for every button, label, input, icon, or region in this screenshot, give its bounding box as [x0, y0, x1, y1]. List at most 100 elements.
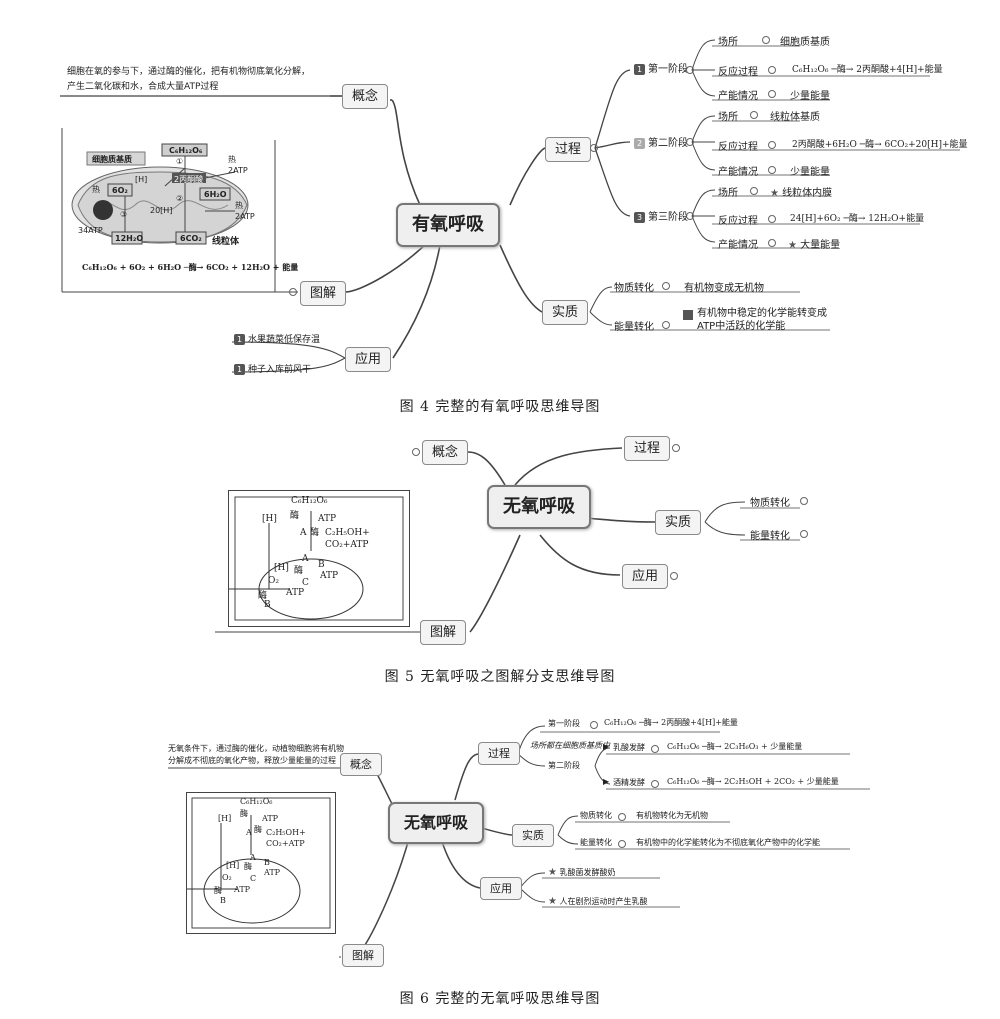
fig6-o2: O₂ — [222, 873, 232, 882]
fig4-s3-reaction-val: 24[H]+6O₂ ─酶→ 12H₂O+能量 — [790, 214, 925, 224]
fig4-essence-k1-toggle[interactable]: - — [662, 282, 670, 290]
fig4-stage1-text: 第一阶段 — [648, 64, 688, 75]
fig5-concept-node[interactable]: 概念 — [422, 440, 469, 465]
fig4-concept-text-line1: 细胞在氧的参与下，通过酶的催化，把有机物彻底氧化分解， — [67, 67, 311, 77]
fig6-a-1: A — [246, 828, 252, 837]
fig6-stage1-toggle[interactable]: - — [590, 721, 598, 729]
fig4-circle-1: ① — [176, 157, 184, 166]
fig5-diagram-node[interactable]: 图解 — [420, 620, 467, 645]
fig6-a-2: A — [250, 853, 256, 862]
fig4-s3-energy-toggle[interactable]: - — [768, 239, 776, 247]
fig4-essence-v2-line1: 有机物中稳定的化学能转变成 — [697, 308, 827, 319]
star-icon: ★ — [770, 188, 779, 199]
fig5-h-1: [H] — [262, 514, 277, 524]
fig6-application-node[interactable]: 应用 — [480, 877, 522, 900]
fig4-s3-site-toggle[interactable]: - — [750, 187, 758, 195]
fig5-essence-item-1-toggle[interactable]: + — [800, 497, 808, 505]
fig4-s2-site-toggle[interactable]: - — [750, 111, 758, 119]
figure-5-anaerobic-diagram-branch: 概念 + 过程 + 无氧呼吸 实质 物质转化 + 能量转化 + 应用 + 图解 … — [0, 410, 1000, 660]
fig6-essence-k1-toggle[interactable]: - — [618, 813, 626, 821]
fig4-atp2a-label: 2ATP — [228, 166, 248, 175]
fig5-center-node[interactable]: 无氧呼吸 — [487, 485, 591, 529]
fig6-center-node[interactable]: 无氧呼吸 — [388, 802, 485, 844]
fig4-s1-energy-toggle[interactable]: - — [768, 90, 776, 98]
fig4-stage3-text: 第三阶段 — [648, 212, 688, 223]
fig4-s3-energy-key: 产能情况 — [718, 240, 758, 251]
fig5-process-expand-toggle[interactable]: + — [672, 444, 680, 452]
fig4-branch-lines — [60, 39, 960, 373]
fig4-h2o-out-label: 12H₂O — [115, 234, 144, 243]
fig5-o2: O₂ — [268, 576, 279, 586]
fig5-process-node[interactable]: 过程 — [624, 436, 671, 461]
fig6-atp-1: ATP — [262, 814, 279, 823]
fig6-branch-lines — [168, 725, 870, 958]
fig4-stage2-toggle[interactable]: - — [686, 138, 694, 146]
flag-icon: ▶ — [603, 777, 610, 786]
fig4-atp34-label: 34ATP — [78, 226, 103, 235]
fig6-diagram-node[interactable]: 图解 — [342, 944, 384, 967]
fig6-enzyme-2: 酶 — [254, 825, 262, 834]
fig5-concept-expand-toggle[interactable]: + — [412, 448, 420, 456]
fig6-alcohol-toggle[interactable]: - — [651, 780, 659, 788]
fig5-application-node[interactable]: 应用 — [622, 564, 669, 589]
fig4-s3-energy-val: ★ 大量能量 — [788, 236, 840, 251]
fig6-stage1-label: 第一阶段 — [548, 719, 580, 728]
fig6-essence-k2-toggle[interactable]: - — [618, 840, 626, 848]
fig4-application-node[interactable]: 应用 — [345, 347, 392, 372]
fig5-h-2: [H] — [274, 563, 289, 573]
fig6-note: 场所都在细胞质基质中 — [530, 741, 610, 750]
fig4-stage1-toggle[interactable]: - — [686, 66, 694, 74]
fig4-process-node[interactable]: 过程 — [545, 137, 592, 162]
fig6-process-node[interactable]: 过程 — [478, 742, 520, 765]
fig4-s2-energy-val: 少量能量 — [790, 167, 830, 178]
fig5-c: C — [302, 578, 309, 588]
fig6-concept-node[interactable]: 概念 — [340, 753, 382, 776]
fig4-stage3-toggle[interactable]: - — [686, 212, 694, 220]
fig4-diagram-collapse-toggle[interactable]: - — [289, 288, 297, 296]
fig4-s1-reaction-toggle[interactable]: - — [768, 66, 776, 74]
fig4-s1-site-toggle[interactable]: - — [762, 36, 770, 44]
fig4-overall-equation: C₆H₁₂O₆ + 6O₂ + 6H₂O ─酶→ 6CO₂ + 12H₂O + … — [82, 262, 299, 272]
fig4-h2o-in-label: 6H₂O — [204, 190, 227, 199]
fig6-stage1-eq: C₆H₁₂O₆ ─酶→ 2丙酮酸+4[H]+能量 — [604, 718, 738, 727]
fig6-concept-text-line1: 无氧条件下，通过酶的催化，动植物细胞将有机物 — [168, 744, 344, 753]
fig4-s2-reaction-toggle[interactable]: - — [768, 141, 776, 149]
fig4-essence-k2-toggle[interactable]: - — [662, 321, 670, 329]
fig6-atp-2: ATP — [264, 868, 281, 877]
fig6-application-item-1: ★ 乳酸菌发酵酸奶 — [548, 867, 616, 878]
fig4-caption: 图 4 完整的有氧呼吸思维导图 — [399, 399, 601, 415]
fig5-essence-item-2-toggle[interactable]: + — [800, 530, 808, 538]
fig5-co2-atp: CO₂+ATP — [325, 540, 369, 550]
fig4-essence-node[interactable]: 实质 — [542, 300, 589, 325]
fig6-lactic-toggle[interactable]: - — [651, 745, 659, 753]
fig6-application-item-1-text: 乳酸菌发酵酸奶 — [559, 868, 616, 877]
fig4-concept-node[interactable]: 概念 — [342, 84, 389, 109]
fig4-center-node[interactable]: 有氧呼吸 — [396, 203, 500, 247]
fig6-essence-node[interactable]: 实质 — [512, 824, 554, 847]
fig5-application-expand-toggle[interactable]: + — [670, 572, 678, 580]
fig4-h4-label: [H] — [135, 175, 148, 184]
fig6-lactic-label: 乳酸发酵 — [613, 743, 645, 752]
fig4-s2-energy-toggle[interactable]: - — [768, 166, 776, 174]
fig4-o2-label: 6O₂ — [112, 186, 128, 195]
fig6-b-2: B — [220, 896, 226, 905]
fig4-s3-reaction-toggle[interactable]: - — [768, 215, 776, 223]
fig5-cell-frame — [228, 490, 410, 627]
fig4-app-item-icon-1: 1 — [234, 334, 245, 345]
fig4-heat2-label: 热 — [235, 201, 243, 210]
figure-4-aerobic-mindmap: 细胞在氧的参与下，通过酶的催化，把有机物彻底氧化分解， 产生二氧化碳和水，合成大… — [0, 0, 1000, 393]
fig5-cell-svg — [229, 496, 404, 621]
fig5-enzyme-2: 酶 — [310, 528, 320, 538]
fig4-h20-label: 20[H] — [150, 206, 173, 215]
fig6-concept-text-line2: 分解成不彻底的氧化产物，释放少量能量的过程 — [168, 756, 336, 765]
fig5-essence-node[interactable]: 实质 — [655, 510, 702, 535]
fig4-s1-energy-key: 产能情况 — [718, 91, 758, 102]
fig5-a-2: A — [302, 554, 309, 564]
fig4-s2-reaction-val: 2丙酮酸+6H₂O ─酶→ 6CO₂+20[H]+能量 — [792, 140, 968, 150]
fig4-s2-energy-key: 产能情况 — [718, 167, 758, 178]
fig4-diagram-node[interactable]: 图解 — [300, 281, 347, 306]
fig4-heat1-label: 热 — [228, 155, 236, 164]
fig4-process-collapse-toggle[interactable]: - — [590, 144, 598, 152]
